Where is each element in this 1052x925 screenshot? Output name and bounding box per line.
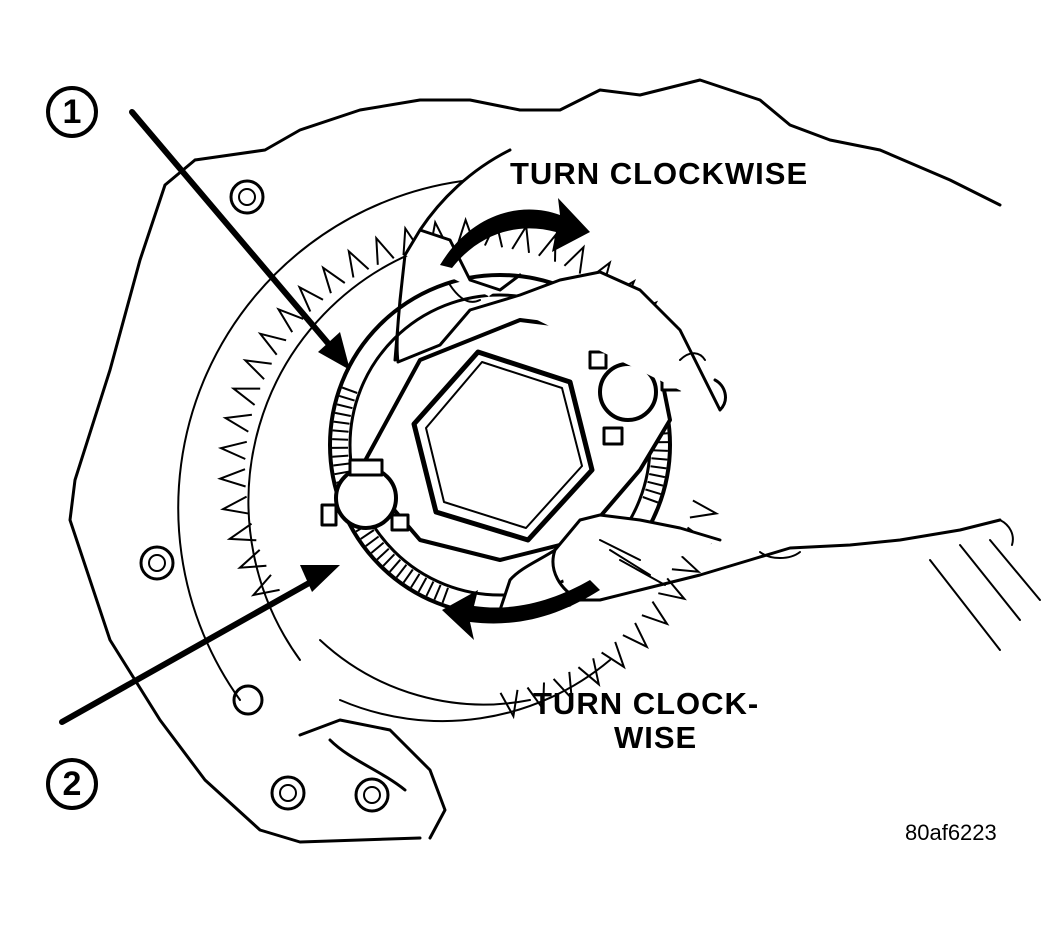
gear-tooth (512, 226, 529, 253)
knurl-tick (648, 482, 664, 486)
housing-bolt-1-inner (239, 189, 255, 205)
knurl-tick (390, 560, 401, 572)
pin-left (336, 468, 396, 528)
knurl-tick (643, 497, 658, 503)
turn-clockwise-label-top: TURN CLOCKWISE (510, 156, 808, 192)
housing-bolt-2-inner (149, 555, 165, 571)
knurl-tick (377, 549, 389, 560)
figure-id: 80af6223 (905, 820, 997, 846)
rotation-arrow-top (440, 198, 590, 268)
knurl-tick (651, 458, 667, 459)
housing-bolt-2 (141, 547, 173, 579)
turn-clockwise-label-bottom-line1: TURN CLOCK- (533, 686, 759, 722)
knurl-tick (334, 422, 350, 424)
knurl-tick (371, 543, 383, 553)
knurl-tick (419, 578, 427, 592)
gear-tooth (642, 602, 667, 624)
gear-tooth (564, 247, 583, 273)
callout-1: 1 (46, 86, 98, 138)
gear-tooth (230, 524, 257, 541)
gear-tooth (623, 623, 647, 647)
housing-bolt-5 (356, 779, 388, 811)
gear-tooth (220, 469, 245, 486)
gear-tooth (323, 268, 345, 294)
gear-tooth (349, 251, 369, 277)
gear-tooth (226, 415, 252, 432)
housing-bolt-4-inner (280, 785, 296, 801)
knurl-tick (649, 474, 665, 477)
knurl-tick (333, 464, 349, 466)
gear-tooth (221, 442, 247, 459)
knurl-tick (651, 466, 667, 468)
knurl-tick (332, 456, 348, 457)
knurl-tick (335, 413, 351, 416)
gear-tooth (376, 238, 394, 265)
knurl-tick (411, 574, 420, 588)
knurl-tick (339, 396, 354, 401)
knurl-tick (397, 565, 407, 578)
housing-bolt-1 (231, 181, 263, 213)
callout-2: 2 (46, 758, 98, 810)
leader-2 (62, 578, 318, 722)
housing-bolt-4 (272, 777, 304, 809)
knurl-tick (337, 404, 353, 408)
leader-1 (132, 112, 338, 355)
turn-clockwise-label-bottom-line2: WISE (614, 720, 697, 756)
knurl-tick (426, 582, 433, 596)
knurl-tick (652, 450, 668, 451)
gear-tooth (254, 575, 280, 595)
gear-tooth (223, 497, 249, 514)
knurl-tick (645, 489, 660, 494)
gear-tooth (260, 334, 286, 355)
knurl-tick (404, 570, 413, 583)
knurl-tick (332, 439, 348, 440)
knurl-tick (383, 554, 394, 566)
knurl-tick (366, 537, 379, 547)
housing-bolt-5-inner (364, 787, 380, 803)
gear-tooth (300, 287, 324, 311)
knurl-tick (443, 588, 449, 603)
knurl-tick (361, 530, 374, 539)
knurl-tick (434, 585, 440, 600)
knurl-tick (333, 430, 349, 431)
gear-tooth (245, 360, 271, 379)
gear-tooth (234, 389, 261, 405)
outer-ring-3 (320, 640, 530, 705)
gear-tooth (690, 501, 716, 518)
sleeve-lines (930, 520, 1040, 650)
knurl-tick (342, 388, 357, 394)
housing-bolt-3 (234, 686, 262, 714)
